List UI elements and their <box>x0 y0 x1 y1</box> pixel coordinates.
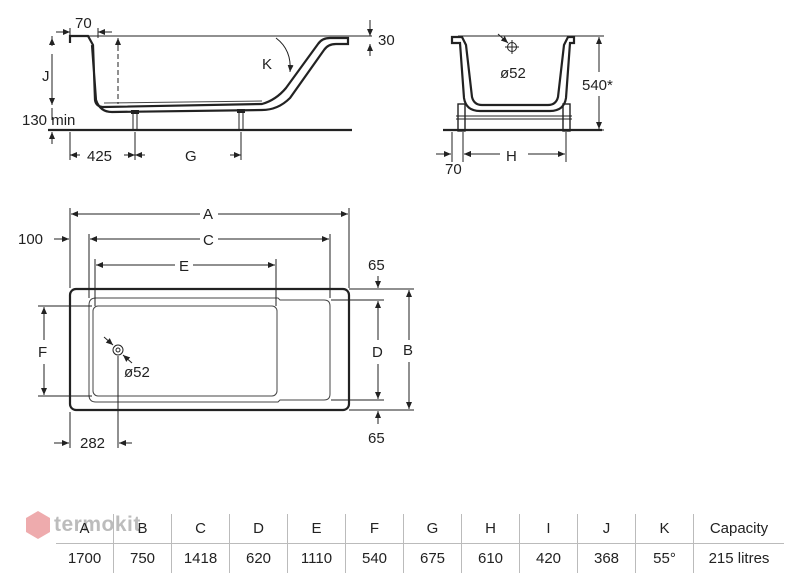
label-k: K <box>262 56 272 73</box>
value-k: 55° <box>635 543 694 573</box>
header-a: A <box>79 520 90 537</box>
label-282: 282 <box>80 435 105 452</box>
technical-drawing: 70 30 J K 130 min 425 G ø52 540* 70 H A … <box>18 15 613 452</box>
dimension-labels: 70 30 J K 130 min 425 G ø52 540* 70 H A … <box>18 15 613 452</box>
header-d: D <box>229 514 288 544</box>
value-j: 368 <box>577 543 636 573</box>
plan-view <box>38 208 414 448</box>
tub-leg-right <box>237 109 245 129</box>
end-drain-icon <box>497 33 519 54</box>
table-value-row: 1700 750 1418 620 1110 540 675 610 420 3… <box>56 543 784 573</box>
value-e: 1110 <box>287 543 346 573</box>
table-header-row: A B C D E F G H I J K Capacity <box>56 514 784 544</box>
label-g: G <box>185 148 197 165</box>
label-plan-drain: ø52 <box>124 364 150 381</box>
label-e: E <box>179 258 189 275</box>
header-b: B <box>113 514 172 544</box>
tub-outline <box>68 287 351 412</box>
header-h: H <box>461 514 520 544</box>
label-100: 100 <box>18 231 43 248</box>
label-a: A <box>203 206 213 223</box>
header-j: J <box>577 514 636 544</box>
header-capacity: Capacity <box>693 514 784 544</box>
value-h: 610 <box>461 543 520 573</box>
label-70-end: 70 <box>445 161 462 178</box>
label-d: D <box>372 344 383 361</box>
label-30: 30 <box>378 32 395 49</box>
dimensions-table: A B C D E F G H I J K Capacity 1700 750 … <box>56 514 784 573</box>
value-d: 620 <box>229 543 288 573</box>
header-f: F <box>345 514 404 544</box>
value-b: 750 <box>113 543 172 573</box>
header-g: G <box>403 514 462 544</box>
label-f: F <box>38 344 47 361</box>
value-c: 1418 <box>171 543 230 573</box>
label-540: 540* <box>582 77 613 94</box>
label-65-bottom: 65 <box>368 430 385 447</box>
value-capacity: 215 litres <box>693 543 784 573</box>
side-section-view <box>48 20 373 160</box>
header-e: E <box>287 514 346 544</box>
value-g: 675 <box>403 543 462 573</box>
tub-side-profile <box>68 34 350 114</box>
label-j: J <box>42 68 50 85</box>
label-h: H <box>506 148 517 165</box>
header-c: C <box>171 514 230 544</box>
value-a: 1700 <box>56 543 114 573</box>
tub-end-profile <box>450 35 576 113</box>
value-i: 420 <box>519 543 578 573</box>
label-65-top: 65 <box>368 257 385 274</box>
label-130-min: 130 min <box>22 112 75 129</box>
termokit-logo-icon <box>26 511 50 539</box>
header-i: I <box>519 514 578 544</box>
tub-leg-left <box>131 110 139 129</box>
tub-basin-outline <box>88 297 331 403</box>
label-end-drain: ø52 <box>500 65 526 82</box>
label-b: B <box>403 342 413 359</box>
header-k: K <box>635 514 694 544</box>
end-section-view <box>436 33 604 162</box>
value-f: 540 <box>345 543 404 573</box>
label-425: 425 <box>87 148 112 165</box>
label-70-top: 70 <box>75 15 92 32</box>
plan-drain-icon <box>103 336 133 364</box>
label-c: C <box>203 232 214 249</box>
